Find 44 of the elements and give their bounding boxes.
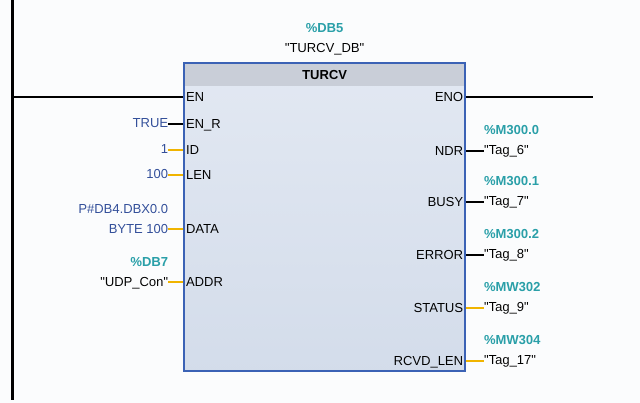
connection-line [168, 123, 183, 125]
pin-label: NDR [326, 142, 466, 160]
pin-label: DATA [183, 220, 303, 238]
connection-line [466, 96, 593, 98]
address-label: %DB7 [130, 253, 168, 271]
connection-line [168, 149, 183, 151]
value-text: TRUE [132, 114, 168, 132]
instance-name: "TURCV_DB" [284, 39, 364, 57]
pin-label: ADDR [183, 273, 303, 291]
pin-label: ENO [326, 88, 466, 106]
connection-line [14, 96, 183, 98]
pin-label: EN [183, 88, 303, 106]
tag-name: "Tag_9" [484, 298, 529, 316]
address-label: %M300.1 [484, 172, 539, 190]
value-text: 1 [160, 140, 168, 158]
connection-line [466, 201, 484, 203]
pin-label: ERROR [326, 246, 466, 264]
connection-line [466, 307, 484, 309]
block-title: TURCV [302, 66, 347, 84]
instance-address: %DB5 [306, 19, 344, 37]
value-text: P#DB4.DBX0.0 BYTE 100 [77, 200, 168, 238]
connection-line [466, 360, 484, 362]
address-label: %MW302 [484, 278, 540, 296]
connection-line [168, 281, 183, 283]
tag-name: "Tag_8" [484, 245, 529, 263]
pin-label: LEN [183, 166, 303, 184]
address-label: %MW304 [484, 331, 540, 349]
pin-label: BUSY [326, 193, 466, 211]
connection-line [466, 150, 484, 152]
tag-name: "Tag_6" [484, 141, 529, 159]
tag-name: "UDP_Con" [100, 273, 168, 291]
connection-line [168, 228, 183, 230]
address-label: %M300.0 [484, 121, 539, 139]
connection-line [168, 174, 183, 176]
connection-line [466, 254, 484, 256]
address-label: %M300.2 [484, 225, 539, 243]
pin-label: STATUS [326, 299, 466, 317]
value-text: 100 [146, 165, 168, 183]
pin-label: EN_R [183, 115, 303, 133]
power-rail [11, 0, 14, 400]
tag-name: "Tag_7" [484, 192, 529, 210]
pin-label: ID [183, 141, 303, 159]
tag-name: "Tag_17" [484, 351, 536, 369]
pin-label: RCVD_LEN [326, 352, 466, 370]
